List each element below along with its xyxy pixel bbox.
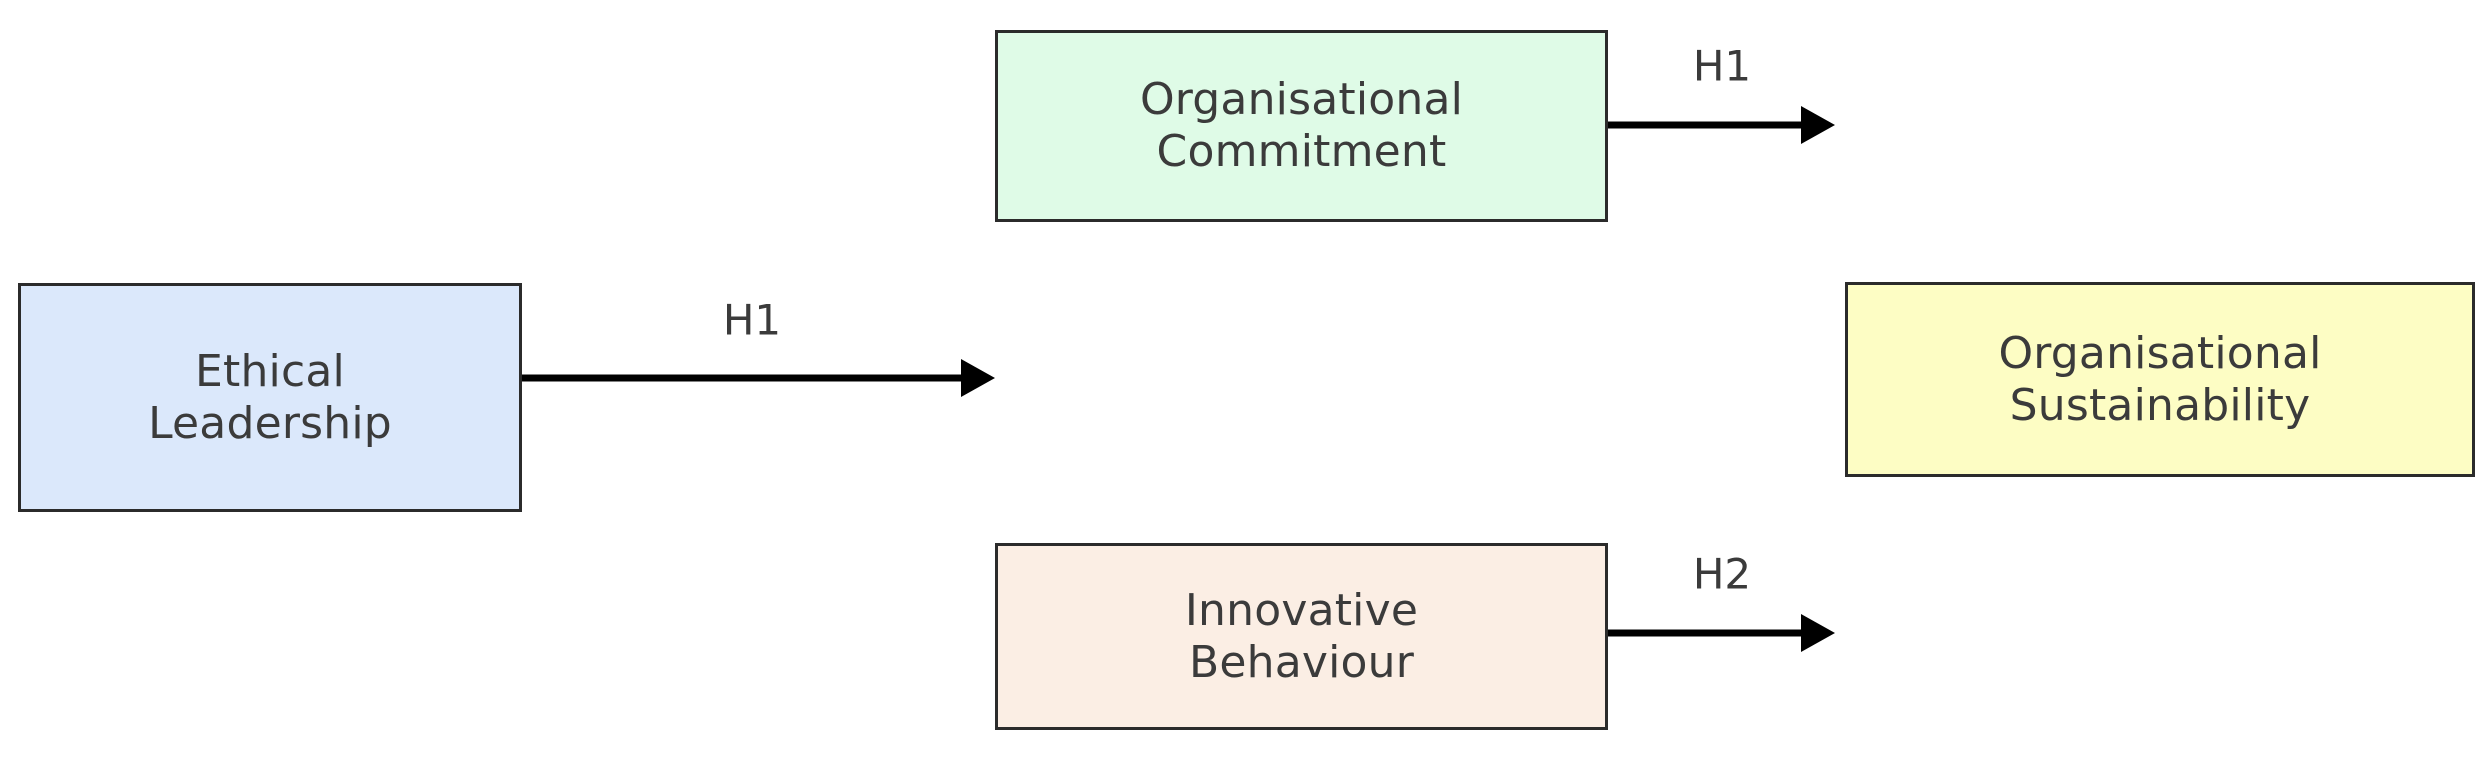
arrowhead-icon xyxy=(1801,614,1835,652)
node-organisational-commitment[interactable]: Organisational Commitment xyxy=(995,30,1608,222)
node-label-innovative-behaviour: Innovative Behaviour xyxy=(1184,584,1419,688)
arrow-shaft-icon xyxy=(1608,629,1803,637)
node-label-ethical-leadership: Ethical Leadership xyxy=(148,345,392,449)
node-innovative-behaviour[interactable]: Innovative Behaviour xyxy=(995,543,1608,730)
edge-label-el-to-mid: H1 xyxy=(722,295,782,345)
node-ethical-leadership[interactable]: Ethical Leadership xyxy=(18,283,522,512)
arrow-shaft-icon xyxy=(1608,121,1803,129)
arrowhead-icon xyxy=(961,359,995,397)
edge-label-ib-to-os: H2 xyxy=(1692,549,1752,599)
arrow-shaft-icon xyxy=(522,374,963,382)
node-label-organisational-commitment: Organisational Commitment xyxy=(1139,74,1464,177)
node-organisational-sustainability[interactable]: Organisational Sustainability xyxy=(1845,282,2475,477)
node-label-organisational-sustainability: Organisational Sustainability xyxy=(1998,327,2322,431)
arrowhead-icon xyxy=(1801,106,1835,144)
edge-label-oc-to-os: H1 xyxy=(1692,41,1752,91)
